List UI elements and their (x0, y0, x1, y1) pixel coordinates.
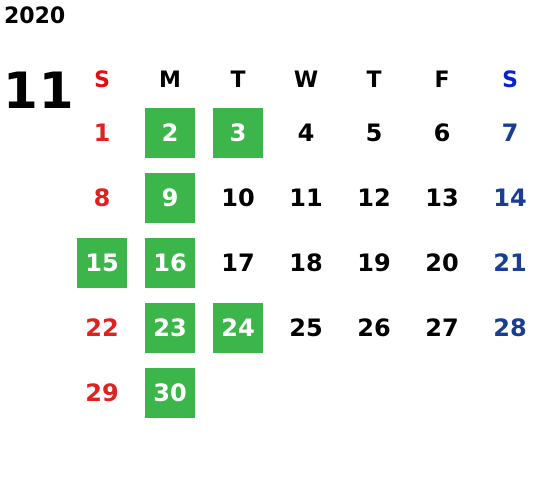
highlighted-day-cell: 16 (145, 237, 195, 288)
weekday-sunday: S (94, 67, 110, 93)
week-row: 29 30 (68, 360, 544, 425)
day-cell: 27 (425, 313, 459, 342)
day-cell: 7 (501, 118, 519, 147)
day-cell: 26 (357, 313, 391, 342)
highlighted-day-cell: 30 (145, 367, 195, 418)
highlighted-day-cell: 2 (145, 107, 195, 158)
highlighted-day-cell: 3 (213, 107, 263, 158)
weekday-thursday: T (366, 67, 382, 93)
day-cell: 28 (493, 313, 527, 342)
day-cell: 25 (289, 313, 323, 342)
day-cell: 13 (425, 183, 459, 212)
day-cell: 12 (357, 183, 391, 212)
weekday-header-row: S M T W T F S (68, 60, 544, 100)
weekday-monday: M (159, 67, 181, 93)
day-cell: 21 (493, 248, 527, 277)
weekday-wednesday: W (293, 67, 319, 93)
weekday-saturday: S (502, 67, 518, 93)
day-cell: 29 (85, 378, 119, 407)
week-row: 8 9 10 11 12 13 14 (68, 165, 544, 230)
week-row: 22 23 24 25 26 27 28 (68, 295, 544, 360)
highlighted-day-cell: 24 (213, 302, 263, 353)
week-row: 15 16 17 18 19 20 21 (68, 230, 544, 295)
day-cell: 4 (297, 118, 315, 147)
day-cell: 5 (365, 118, 383, 147)
day-cell: 18 (289, 248, 323, 277)
day-cell: 20 (425, 248, 459, 277)
day-cell: 17 (221, 248, 255, 277)
highlighted-day-cell: 23 (145, 302, 195, 353)
weekday-tuesday: T (230, 67, 246, 93)
highlighted-day-cell: 15 (77, 237, 127, 288)
day-cell: 10 (221, 183, 255, 212)
day-cell: 6 (433, 118, 451, 147)
highlighted-day-cell: 9 (145, 172, 195, 223)
day-cell: 22 (85, 313, 119, 342)
year-label: 2020 (4, 4, 66, 29)
day-cell: 1 (93, 118, 111, 147)
weekday-friday: F (434, 67, 450, 93)
day-cell: 8 (93, 183, 111, 212)
day-cell: 19 (357, 248, 391, 277)
month-number: 11 (3, 62, 75, 120)
day-cell: 11 (289, 183, 323, 212)
day-cell: 14 (493, 183, 527, 212)
